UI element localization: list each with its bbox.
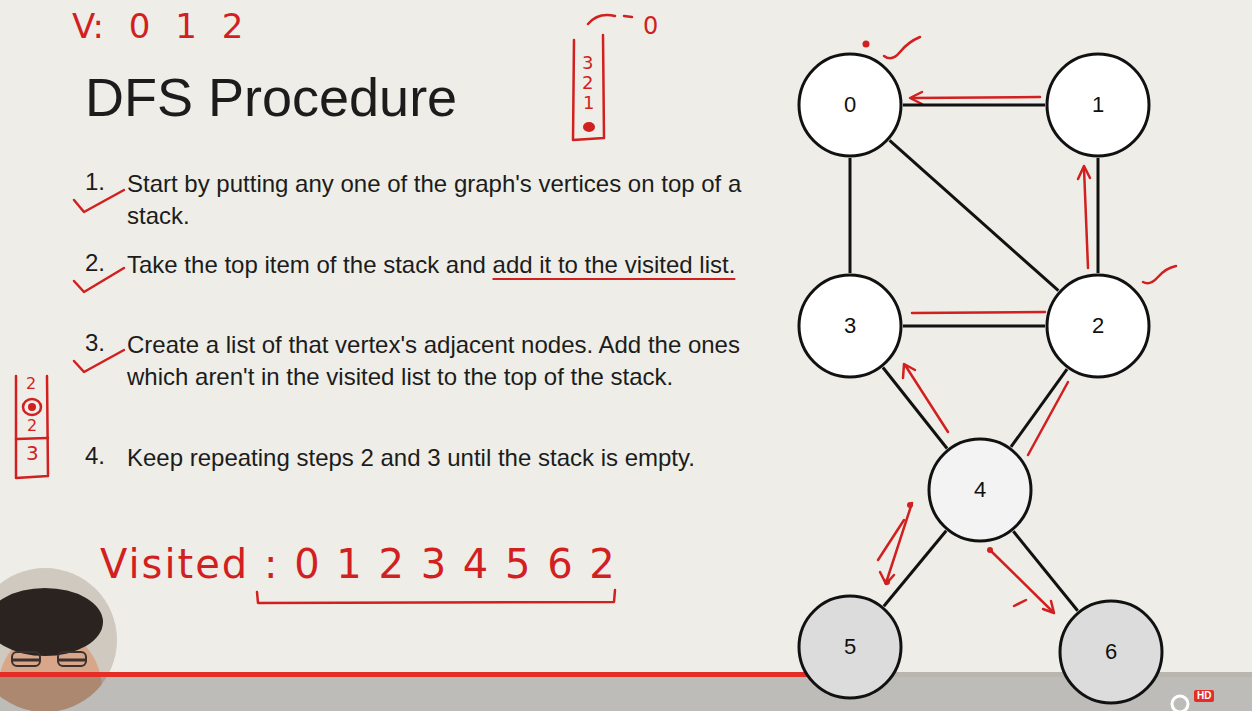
step-text: Take the top item of the stack and add i… (127, 249, 759, 281)
progress-fill (0, 672, 860, 677)
graph-vertex: 1 (1045, 52, 1151, 158)
graph-edge (849, 158, 852, 273)
step-number: 3. (85, 329, 105, 358)
stack-item: 3 (582, 52, 593, 74)
graph-vertex: 2 (1045, 273, 1151, 379)
graph-edge (890, 140, 1059, 290)
vertex-note: V: 0 1 2 (72, 6, 243, 47)
vertex-label: 3 (844, 313, 856, 339)
vertex-label: 4 (974, 477, 986, 503)
vertex-label: 2 (1092, 313, 1104, 339)
hd-badge: HD (1194, 690, 1214, 702)
red-underline (493, 278, 736, 280)
vertex-label: 0 (844, 92, 856, 118)
red-annotations (16, 15, 1176, 613)
stack-item: 2 (26, 374, 36, 393)
graph-vertex: 6 (1058, 599, 1164, 705)
popped-vertex: 0 (643, 12, 658, 41)
stack-item: 1 (583, 92, 594, 114)
step-number: 4. (85, 442, 105, 471)
graph-edge (903, 325, 1045, 328)
visited-list: Visited : 0 1 2 3 4 5 6 2 (100, 540, 617, 588)
step-text: Keep repeating steps 2 and 3 until the s… (127, 442, 759, 474)
graph-edge (1097, 158, 1100, 273)
graph-edge (1011, 369, 1067, 447)
graph-edge (903, 104, 1045, 107)
stack-item: 2 (27, 416, 37, 435)
graph-edge (883, 368, 947, 449)
graph-vertex: 3 (797, 273, 903, 379)
graph-vertex: 0 (797, 52, 903, 158)
graph-vertex: 5 (797, 594, 903, 700)
graph-vertex: 4 (927, 437, 1033, 543)
red-dots (28, 41, 993, 586)
graph-edge (1013, 531, 1077, 611)
graph-edge (884, 531, 946, 606)
stack-item: 3 (26, 441, 39, 465)
settings-icon (1172, 696, 1188, 711)
player-shade (0, 677, 1252, 711)
step-text: Start by putting any one of the graph's … (127, 168, 759, 231)
slide-title: DFS Procedure (85, 70, 457, 124)
vertex-label: 1 (1092, 92, 1104, 118)
stack-item: 2 (582, 72, 593, 94)
step-number: 1. (85, 168, 105, 197)
step-text: Create a list of that vertex's adjacent … (127, 329, 759, 392)
vertex-label: 5 (844, 634, 856, 660)
step-number: 2. (85, 249, 105, 278)
vertex-label: 6 (1105, 639, 1117, 665)
